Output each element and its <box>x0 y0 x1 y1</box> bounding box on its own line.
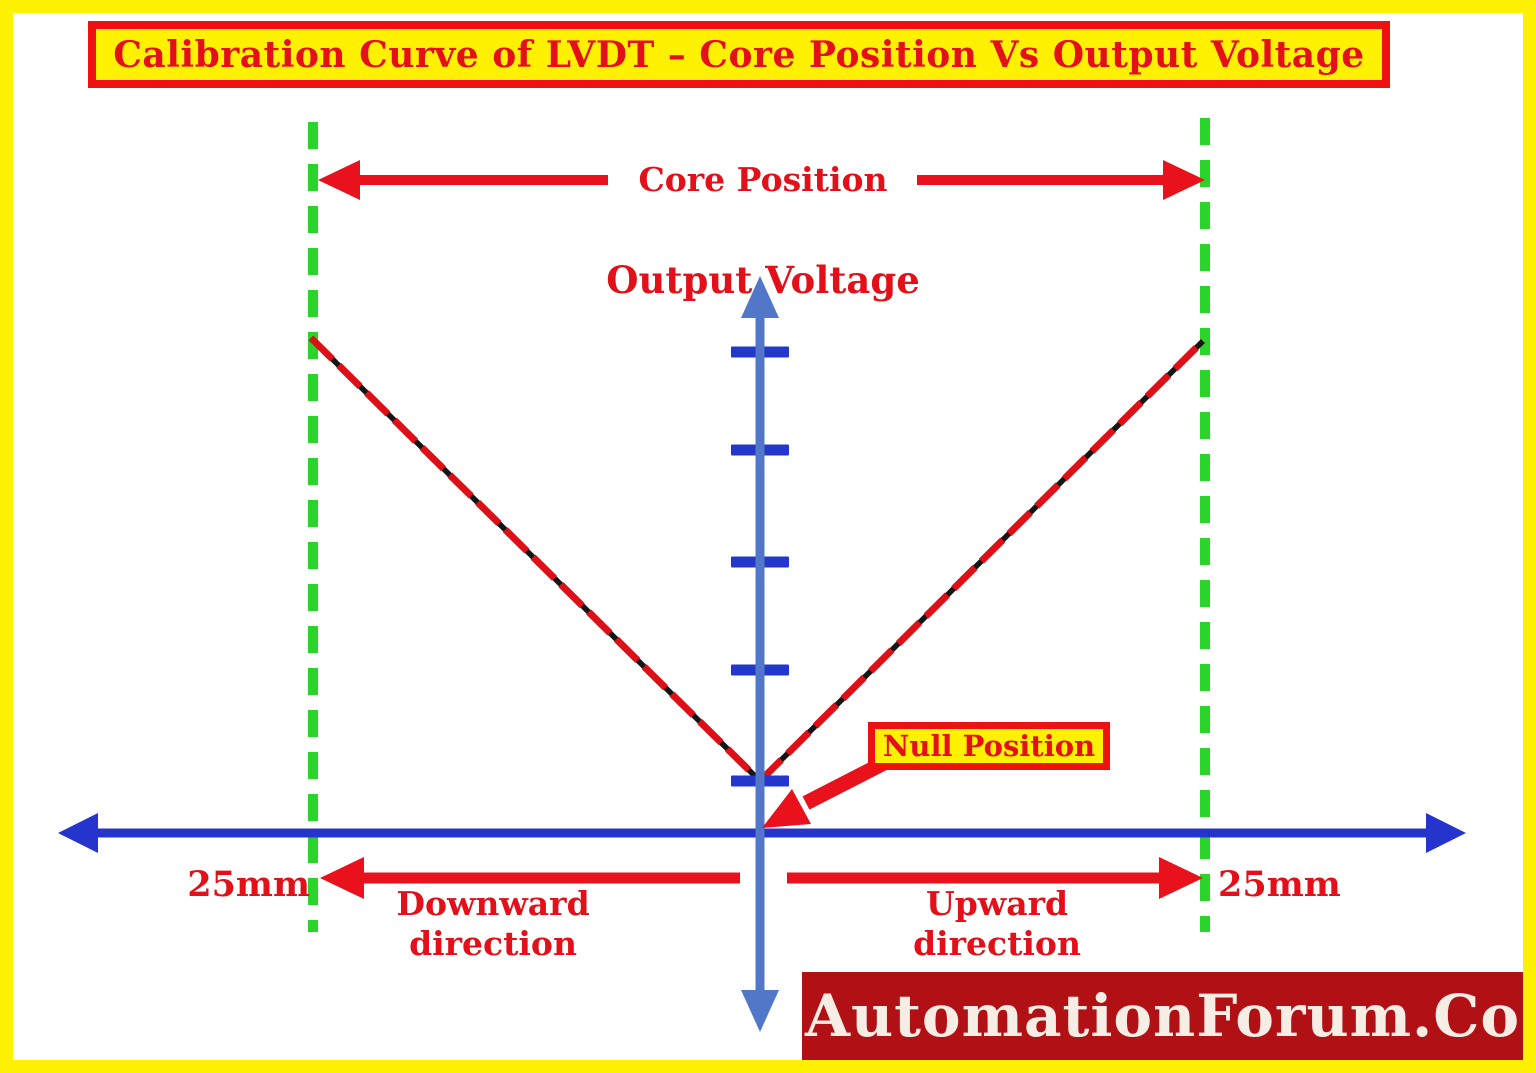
y-axis-down-arrowhead <box>741 990 779 1032</box>
x-axis-right-arrowhead <box>1426 813 1466 853</box>
calibration-curve <box>308 335 1206 784</box>
upward-direction-label: Upward direction <box>913 884 1081 963</box>
right-arrowhead-icon <box>1163 160 1205 200</box>
y-axis-up-arrowhead <box>741 276 779 318</box>
left-arrowhead-icon <box>318 160 360 200</box>
y-axis-label: Output Voltage <box>606 258 920 302</box>
upward-arrowhead-icon <box>1159 857 1203 899</box>
null-pointer-arrowhead-icon <box>762 789 811 828</box>
downward-direction-label: Downward direction <box>396 884 590 963</box>
null-position-label: Null Position <box>882 729 1096 763</box>
null-position-pointer-arrow <box>762 756 888 828</box>
right-range-label: 25mm <box>1218 864 1341 905</box>
watermark-text: AutomationForum.Co <box>804 982 1521 1050</box>
curve-downward-branch <box>308 335 763 784</box>
x-axis-label: Core Position <box>638 160 888 199</box>
watermark-banner: AutomationForum.Co <box>802 972 1523 1060</box>
x-axis-left-arrowhead <box>58 813 98 853</box>
core-position-left-arrow <box>318 160 608 200</box>
y-axis <box>741 276 779 1032</box>
downward-arrowhead-icon <box>320 857 364 899</box>
left-range-label: 25mm <box>187 864 310 905</box>
curve-upward-branch <box>757 338 1206 784</box>
upward-direction-arrow <box>787 857 1203 899</box>
title-box: Calibration Curve of LVDT – Core Positio… <box>88 21 1390 88</box>
page-title: Calibration Curve of LVDT – Core Positio… <box>113 33 1365 76</box>
null-position-callout: Null Position <box>868 722 1110 770</box>
core-position-right-arrow <box>917 160 1205 200</box>
downward-direction-arrow <box>320 857 740 899</box>
